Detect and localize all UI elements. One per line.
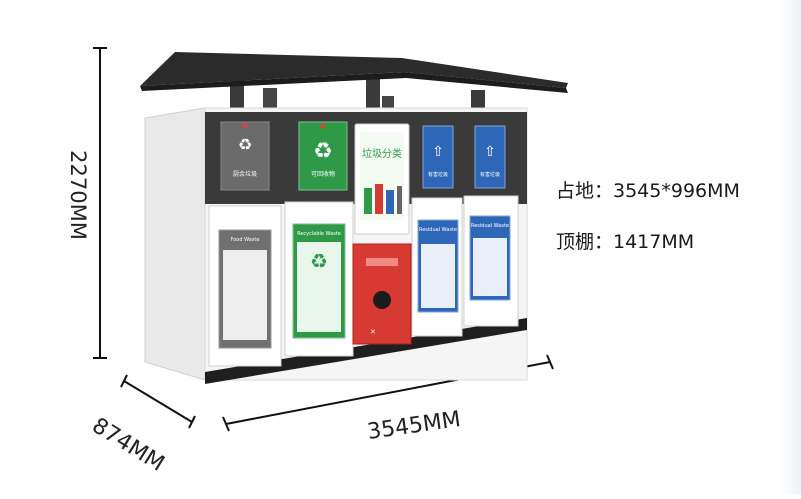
top-panel-screen: 垃圾分类 bbox=[354, 123, 410, 235]
svg-text:⇧: ⇧ bbox=[432, 144, 444, 160]
canopy-spec: 顶棚：1417MM bbox=[556, 231, 695, 253]
door-hazardous-red: ✕ bbox=[352, 243, 412, 345]
door-other-1: Residual Waste bbox=[411, 197, 463, 337]
svg-text:Residual Waste: Residual Waste bbox=[471, 223, 509, 229]
door-food: Food Waste bbox=[208, 205, 282, 367]
depth-dimension-line bbox=[120, 374, 196, 429]
top-panel-hazardous-1: ⇧ 有害垃圾 bbox=[422, 125, 454, 189]
svg-text:垃圾分类: 垃圾分类 bbox=[362, 147, 402, 160]
svg-text:Food Waste: Food Waste bbox=[231, 237, 260, 243]
door-recyclable: Recyclable Waste ♻ bbox=[284, 201, 354, 357]
door-other-2: Residual Waste bbox=[463, 195, 519, 327]
top-panel-hazardous-2: ⇧ 有害垃圾 bbox=[474, 125, 506, 189]
footprint-spec: 占地：3545*996MM bbox=[556, 180, 740, 202]
svg-text:Residual Waste: Residual Waste bbox=[419, 227, 457, 233]
height-dimension-line bbox=[93, 47, 107, 359]
svg-text:♻: ♻ bbox=[238, 135, 252, 154]
svg-text:Recyclable Waste: Recyclable Waste bbox=[297, 231, 341, 237]
svg-text:♻: ♻ bbox=[310, 249, 328, 273]
canopy-roof bbox=[140, 52, 568, 93]
height-label: 2270MM bbox=[66, 150, 90, 240]
svg-text:有害垃圾: 有害垃圾 bbox=[480, 171, 500, 178]
svg-text:✕: ✕ bbox=[370, 328, 376, 336]
top-panel-food: ♻ 厨余垃圾 bbox=[220, 121, 270, 191]
svg-text:厨余垃圾: 厨余垃圾 bbox=[233, 170, 257, 178]
top-panel-recyclable: ♻ 可回收物 bbox=[298, 121, 348, 191]
svg-text:可回收物: 可回收物 bbox=[311, 170, 335, 178]
svg-text:⇧: ⇧ bbox=[484, 144, 496, 160]
svg-text:有害垃圾: 有害垃圾 bbox=[428, 171, 448, 178]
edge-shade bbox=[779, 0, 801, 494]
svg-text:♻: ♻ bbox=[313, 139, 333, 164]
